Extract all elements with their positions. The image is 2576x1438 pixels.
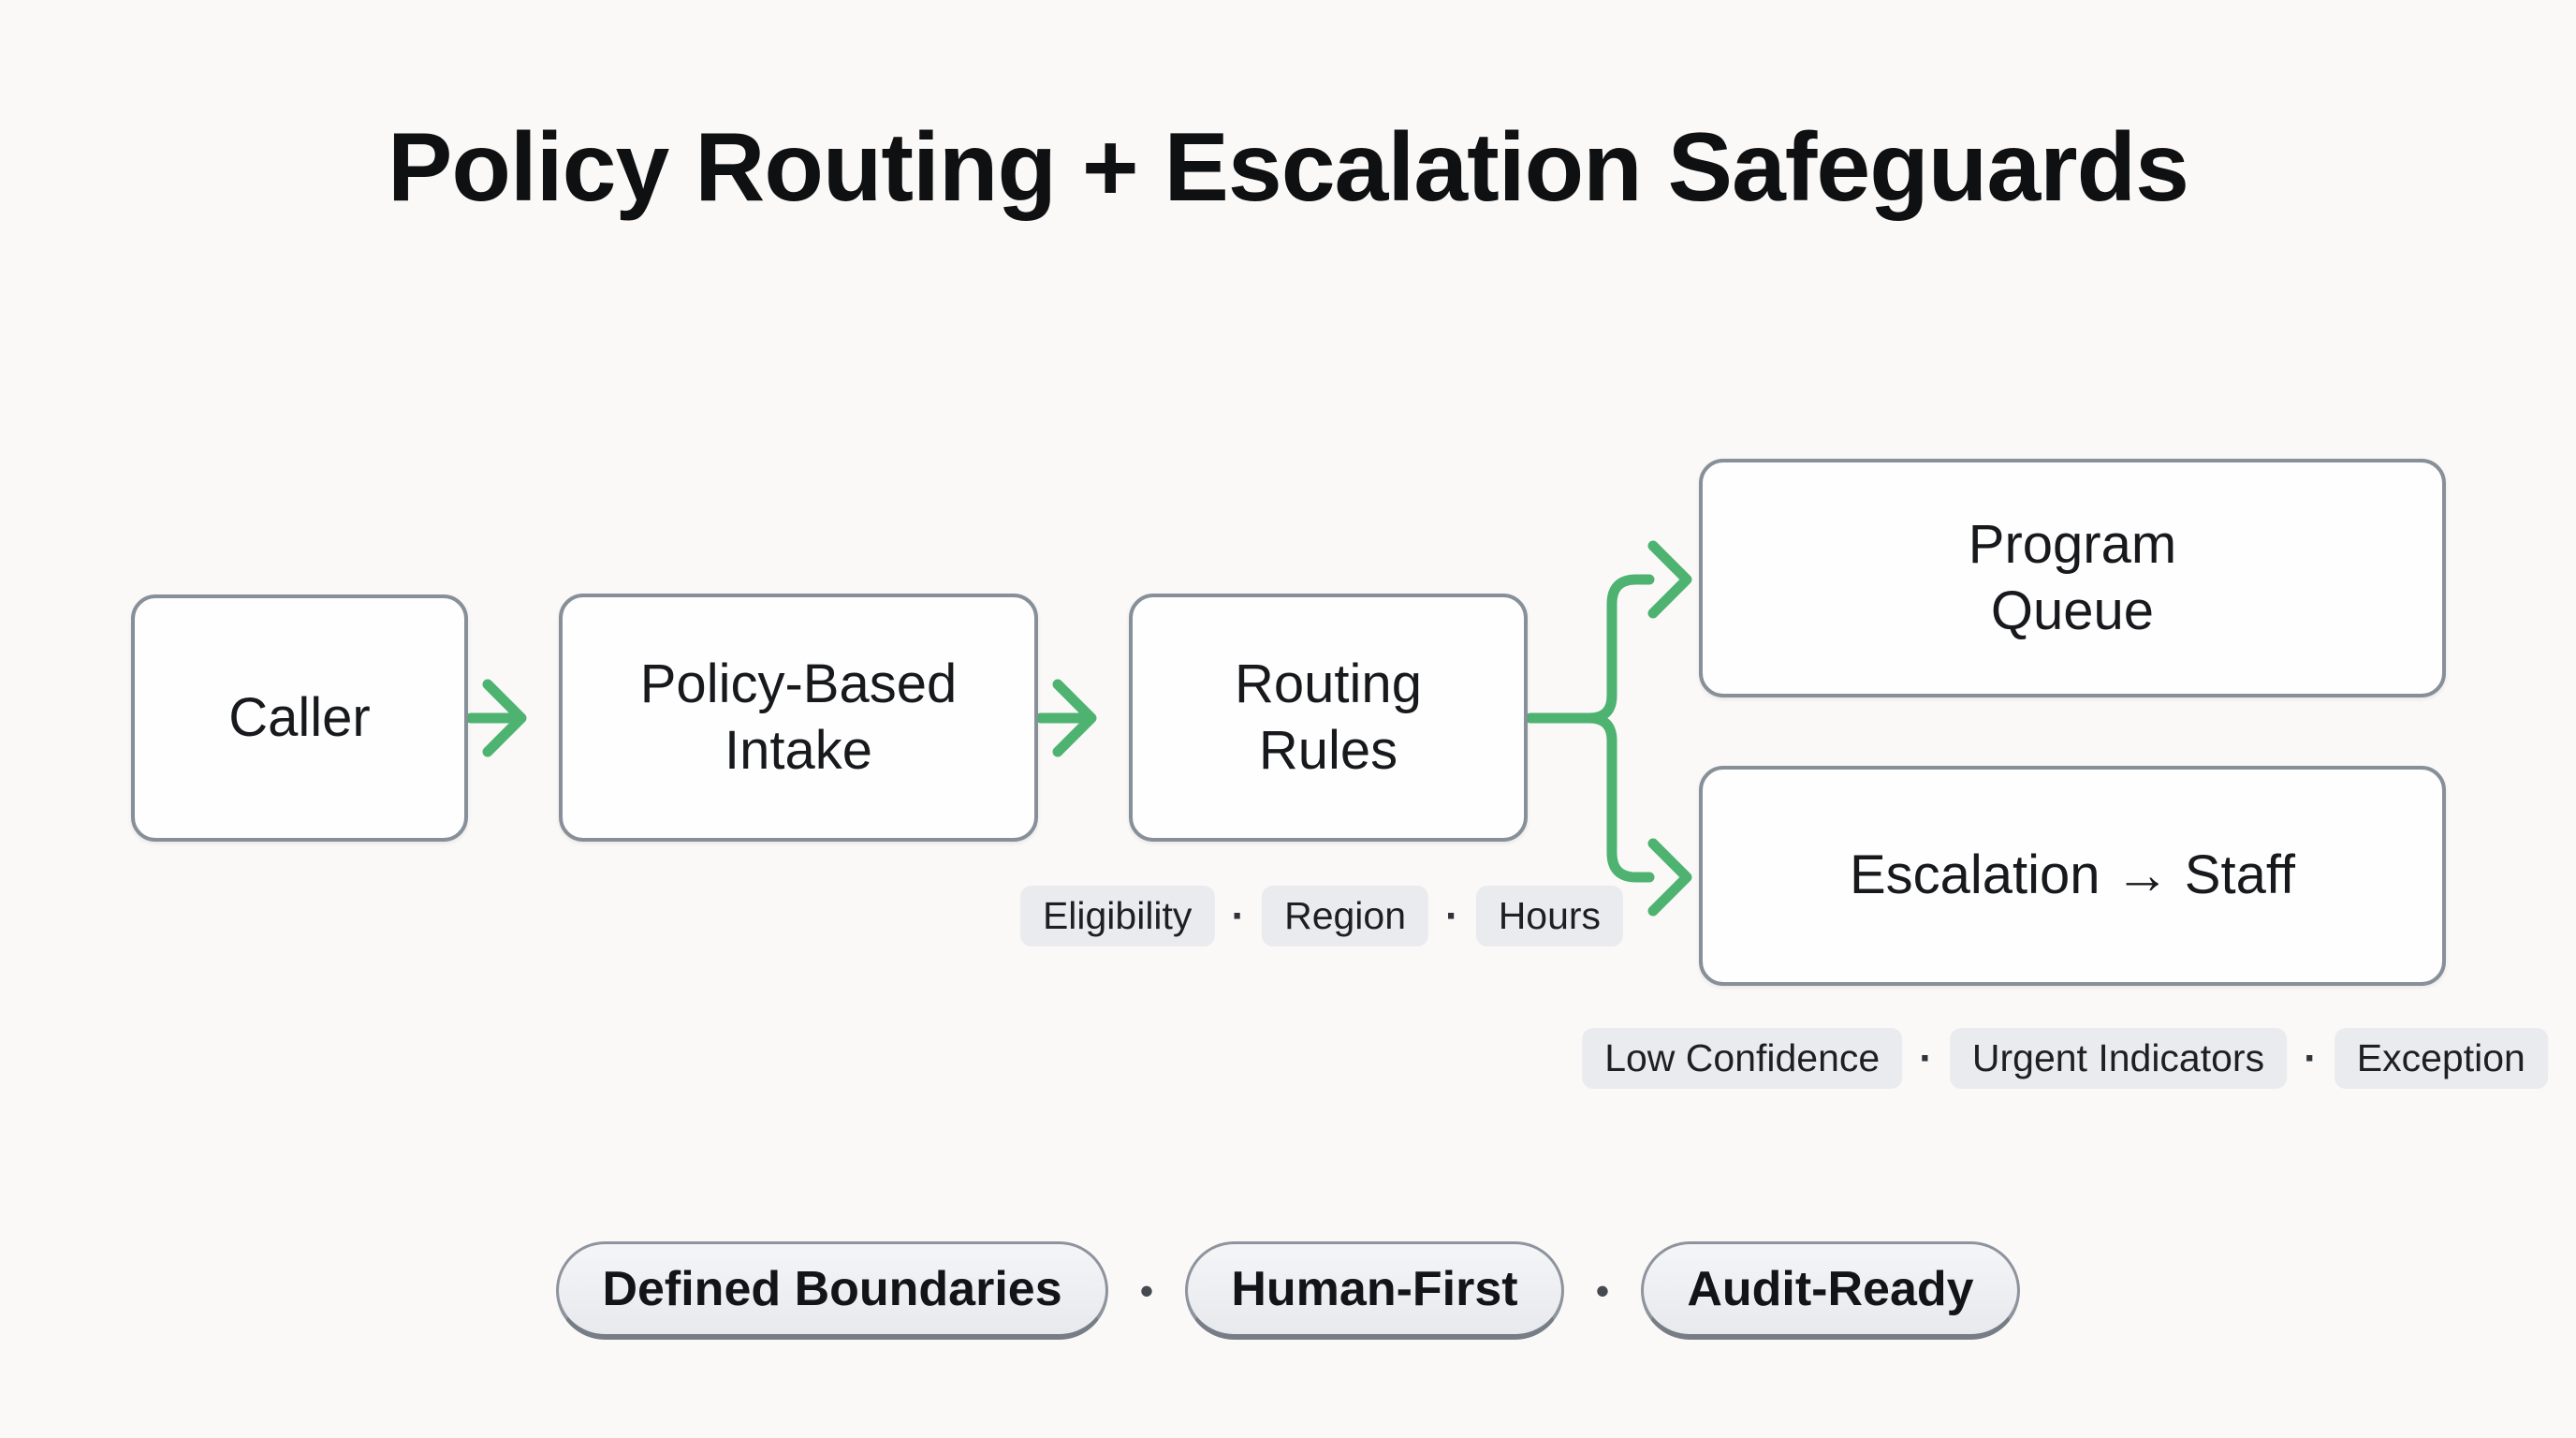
page-title: Policy Routing + Escalation Safeguards	[387, 113, 2189, 222]
node-program-queue-label: Program Queue	[1968, 513, 2177, 641]
node-routing-rules: Routing Rules	[1129, 594, 1528, 842]
pill-separator-dot: •	[1595, 1268, 1610, 1313]
node-caller: Caller	[131, 594, 468, 842]
tag-separator-dot: ·	[2304, 1034, 2318, 1081]
branch-down-head	[1647, 838, 1692, 917]
tag-separator-dot: ·	[1231, 892, 1246, 939]
tag-hours: Hours	[1475, 886, 1624, 946]
branch-up-line	[1584, 574, 1655, 724]
tag-urgent-indicators: Urgent Indicators	[1949, 1028, 2288, 1089]
tag-separator-dot: ·	[1445, 892, 1459, 939]
pill-separator-dot: •	[1139, 1268, 1154, 1313]
branch-up-head	[1647, 540, 1692, 619]
node-routing-rules-label: Routing Rules	[1235, 653, 1422, 781]
branch-down-line	[1584, 712, 1655, 883]
node-program-queue: Program Queue	[1699, 459, 2446, 697]
tag-eligibility: Eligibility	[1019, 886, 1215, 946]
pill-defined-boundaries: Defined Boundaries	[556, 1241, 1108, 1340]
node-policy-based-intake-label: Policy-Based Intake	[639, 653, 958, 781]
routing-tags-row: Eligibility · Region · Hours	[1019, 886, 1624, 946]
arrow-intake-to-routing-head	[1052, 679, 1097, 757]
tag-separator-dot: ·	[1919, 1034, 1933, 1081]
tag-exception: Exception	[2334, 1028, 2548, 1089]
tag-region: Region	[1262, 886, 1429, 946]
tag-low-confidence: Low Confidence	[1582, 1028, 1903, 1089]
pill-audit-ready: Audit-Ready	[1641, 1241, 2020, 1340]
footer-pills-row: Defined Boundaries • Human-First • Audit…	[0, 1241, 2576, 1340]
escalation-tags-row: Low Confidence · Urgent Indicators · Exc…	[1582, 1028, 2548, 1089]
arrow-caller-to-intake-head	[482, 679, 527, 757]
node-caller-label: Caller	[228, 686, 371, 748]
pill-human-first: Human-First	[1185, 1241, 1564, 1340]
node-escalation-staff-label: Escalation → Staff	[1849, 844, 2296, 906]
node-policy-based-intake: Policy-Based Intake	[559, 594, 1038, 842]
node-escalation-staff: Escalation → Staff	[1699, 766, 2446, 986]
